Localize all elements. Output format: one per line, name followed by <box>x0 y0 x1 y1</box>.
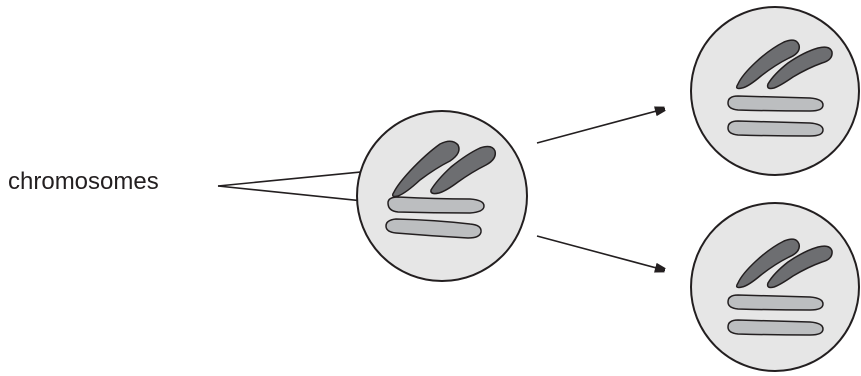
arrow-to-top-daughter <box>536 109 664 144</box>
parent-dark-chromosome-1 <box>391 140 460 198</box>
bottom-dark-chromosome-2 <box>766 245 833 289</box>
bottom-daughter-cell <box>690 202 860 372</box>
bottom-dark-chromosome-1 <box>735 238 801 289</box>
parent-cell-membrane <box>356 110 528 282</box>
parent-light-chromosome-2 <box>385 218 482 239</box>
bottom-light-chromosome-1 <box>727 294 824 311</box>
top-dark-chromosome-2 <box>766 46 833 90</box>
chromosomes-label: chromosomes <box>8 168 159 195</box>
parent-cell <box>356 110 528 282</box>
arrow-to-bottom-daughter <box>536 235 664 270</box>
top-light-chromosome-1 <box>727 95 824 112</box>
division-arrows <box>536 109 664 270</box>
parent-dark-chromosome-2 <box>430 145 497 195</box>
top-dark-chromosome-1 <box>735 39 801 90</box>
top-daughter-membrane <box>690 6 860 176</box>
bottom-light-chromosome-2 <box>727 319 824 336</box>
top-daughter-cell <box>690 6 860 176</box>
parent-light-chromosome-1 <box>387 196 485 214</box>
top-light-chromosome-2 <box>727 120 824 137</box>
